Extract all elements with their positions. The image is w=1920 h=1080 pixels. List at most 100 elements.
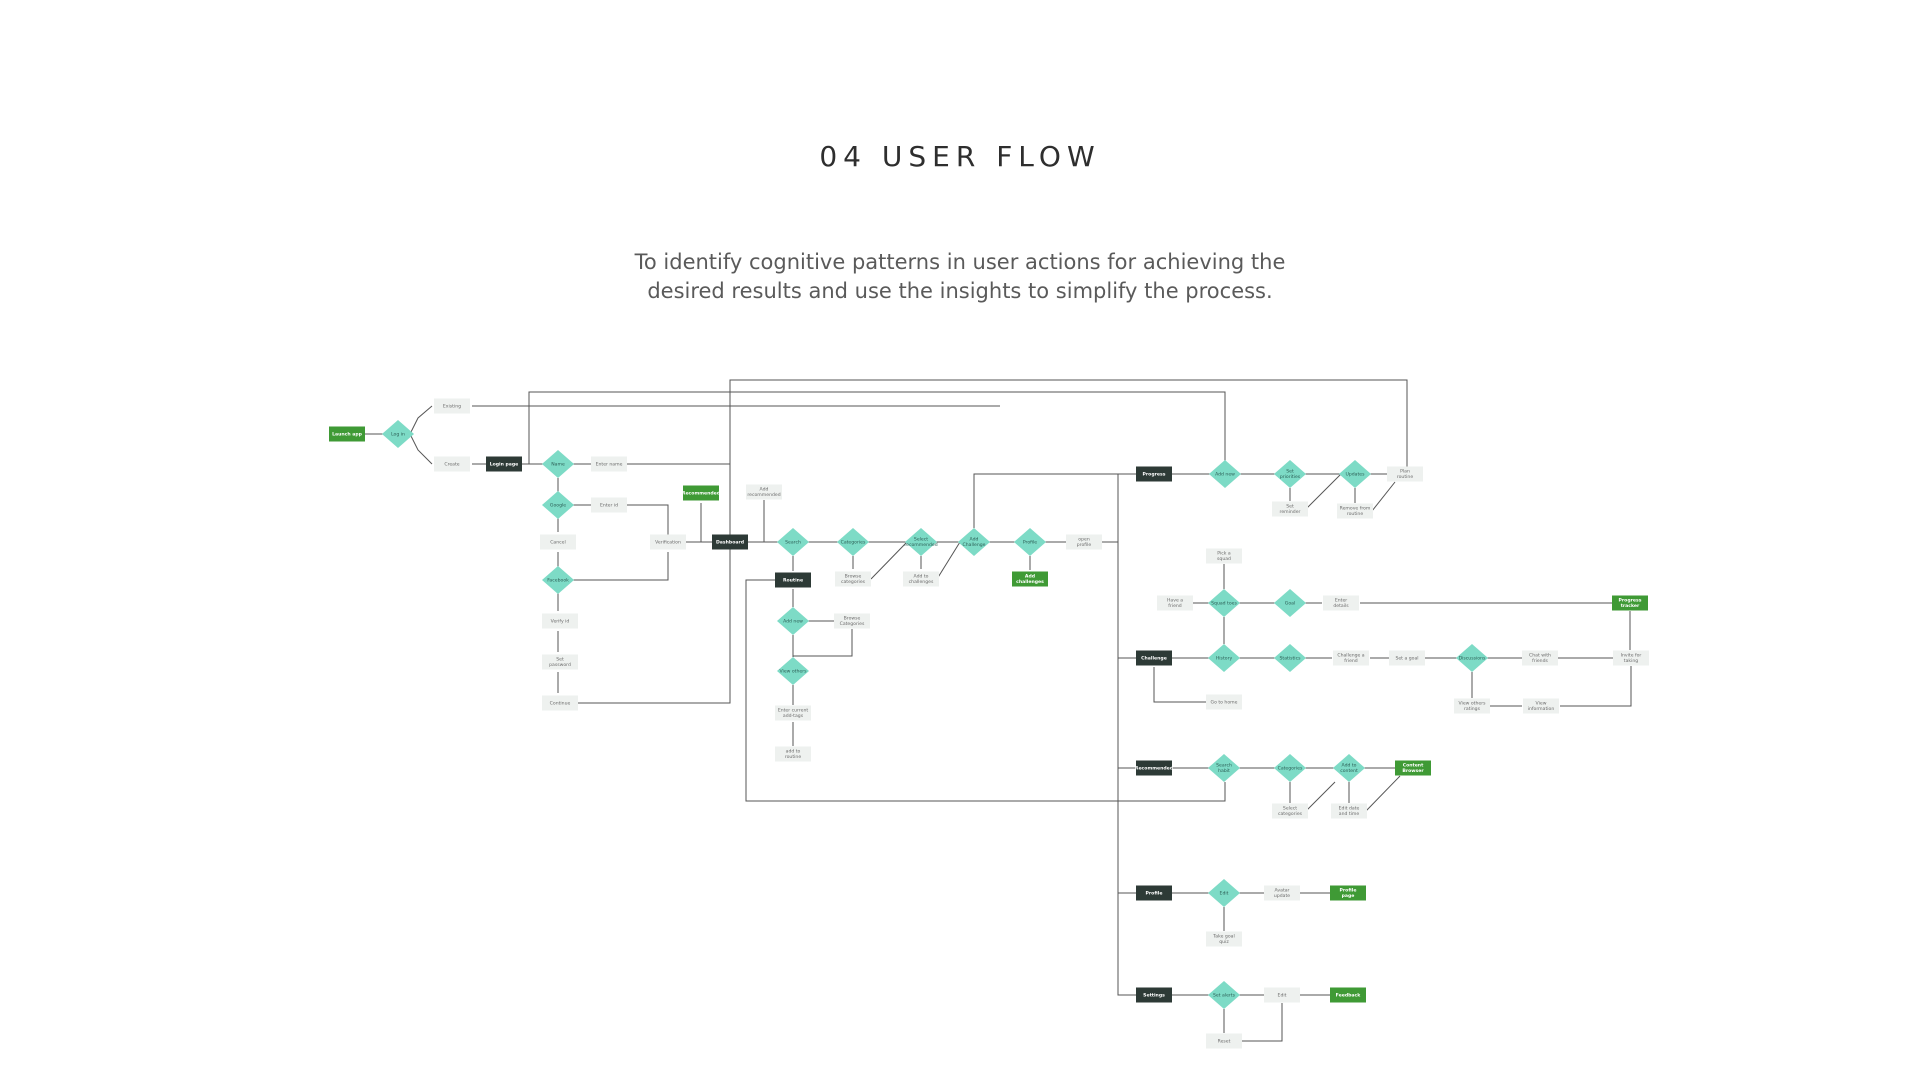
node-label: Categories: [1278, 766, 1303, 772]
node-shape: [1157, 595, 1193, 611]
node-shape: [434, 456, 470, 472]
flow-connector: [528, 391, 1226, 464]
node-loginpage: Login page: [486, 456, 522, 472]
flow-connector: [1242, 1003, 1283, 1042]
node-label: Edit: [1220, 891, 1229, 897]
node-label: Goal: [1285, 601, 1295, 607]
flow-connector: [578, 379, 1408, 704]
node-label: Discussions: [1459, 656, 1486, 662]
node-shape: [1209, 460, 1241, 488]
node-label: Existing: [443, 404, 461, 410]
node-label: Add new: [1215, 472, 1235, 478]
node-shape: [1339, 460, 1371, 488]
node-shape: [486, 456, 522, 472]
flow-connector: [1117, 474, 1136, 996]
node-label: Enter name: [596, 462, 623, 468]
node-profile: Profile: [1136, 885, 1172, 901]
node-facebook: Facebook: [542, 566, 574, 594]
node-shape: [1206, 1033, 1242, 1049]
node-shape: [1136, 987, 1172, 1003]
node-shape: [835, 571, 871, 587]
node-shape: [1337, 503, 1373, 519]
node-label: Profile: [1146, 891, 1163, 897]
node-challenge: Challenge: [1136, 650, 1172, 666]
node-shape: [1136, 885, 1172, 901]
node-shape: [1274, 589, 1306, 617]
node-label: Cancel: [550, 540, 566, 546]
node-shape: [542, 613, 578, 629]
node-categories2: Categories: [1274, 754, 1306, 782]
node-shape: [1330, 885, 1366, 901]
node-shape: [1208, 589, 1240, 617]
node-shape: [1274, 754, 1306, 782]
flow-connector: [1153, 667, 1206, 703]
node-shape: [1264, 885, 1300, 901]
node-shape: [1523, 698, 1559, 714]
flow-connector: [409, 433, 433, 465]
node-shape: [1272, 501, 1308, 517]
node-label: Edit: [1278, 993, 1287, 999]
node-shape: [834, 613, 870, 629]
node-shape: [1264, 987, 1300, 1003]
node-shape: [1613, 650, 1649, 666]
node-shape: [1136, 760, 1172, 776]
node-label: Verify id: [551, 619, 570, 625]
node-label: Challenge: [1141, 656, 1167, 662]
node-shape: [1389, 650, 1425, 666]
node-edit: Edit: [1208, 879, 1240, 907]
node-shape: [1522, 650, 1558, 666]
flow-connector: [1305, 473, 1342, 510]
node-updates: Updates: [1339, 460, 1371, 488]
node-label: Set alerts: [1213, 993, 1236, 999]
flow-connectors: [359, 379, 1632, 1042]
flow-connector: [793, 629, 853, 657]
node-shape: [1012, 571, 1048, 587]
node-routine: Routine: [775, 572, 811, 588]
node-shape: [1206, 931, 1242, 947]
node-label: Progress: [1143, 472, 1166, 478]
flow-connector: [626, 504, 669, 542]
node-shape: [1208, 644, 1240, 672]
node-reset: Reset: [1206, 1033, 1242, 1049]
node-label: Reset: [1218, 1039, 1231, 1045]
node-shape: [542, 450, 574, 478]
node-label: Go to home: [1211, 700, 1238, 706]
page-subtitle: To identify cognitive patterns in user a…: [0, 248, 1920, 306]
node-shape: [775, 746, 811, 762]
node-shape: [1208, 981, 1240, 1009]
node-label: View others: [780, 669, 808, 675]
node-label: Add new: [783, 619, 803, 625]
node-existing: Existing: [434, 398, 470, 414]
node-enterid: Enter id: [591, 497, 627, 513]
node-shape: [1333, 650, 1369, 666]
node-shape: [1456, 644, 1488, 672]
flow-connector: [870, 541, 908, 580]
node-shape: [1333, 754, 1365, 782]
node-shape: [1395, 760, 1431, 776]
node-shape: [1274, 460, 1306, 488]
node-label: Enter id: [600, 503, 618, 509]
